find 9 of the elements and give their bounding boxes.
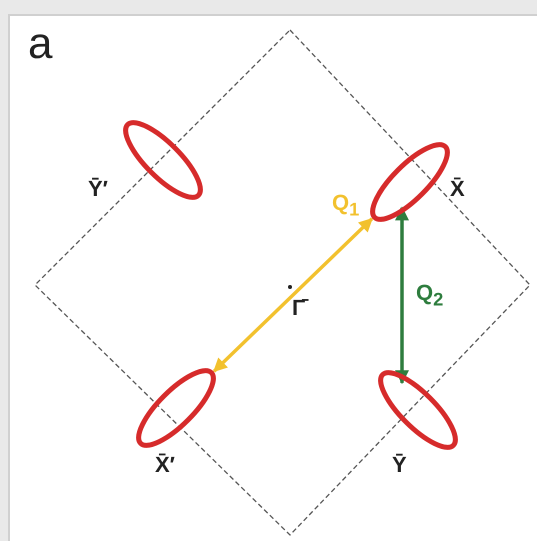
point-label: Ȳ xyxy=(392,452,407,478)
double-arrow xyxy=(395,206,409,384)
point-label: X̄ xyxy=(450,176,465,202)
double-arrow xyxy=(212,218,374,372)
edge-label: Q$_{1}$ xyxy=(332,190,360,220)
point-label: X̄′ xyxy=(155,452,175,478)
panel-label: a xyxy=(28,22,52,66)
edge-label: Q$_{2}$ xyxy=(416,280,444,310)
point-label: Ȳ′ xyxy=(88,176,108,202)
